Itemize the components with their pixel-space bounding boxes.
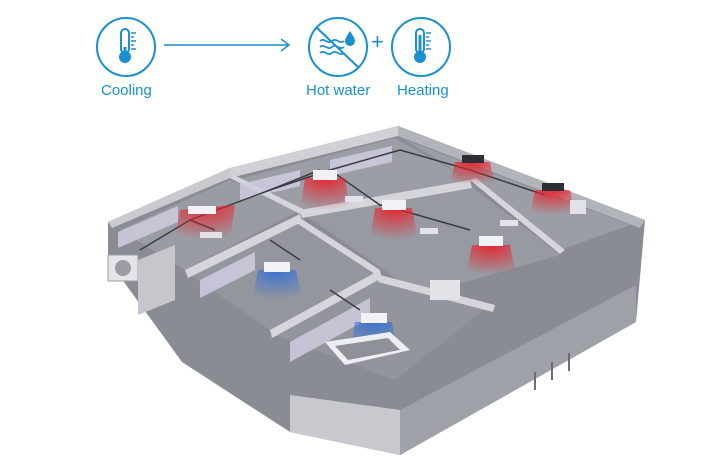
heating-icon (391, 17, 451, 77)
conference-table-inner (335, 338, 400, 360)
building-floorplan-illustration (107, 126, 645, 455)
plus-sign: + (371, 29, 384, 54)
thermometer-cold-icon (119, 28, 136, 63)
heating-label: Heating (397, 82, 449, 99)
heating-indoor-unit (450, 155, 495, 185)
heating-indoor-unit (370, 200, 418, 240)
cooling-icon (96, 17, 156, 77)
heating-indoor-unit (300, 170, 350, 210)
back-wall (230, 126, 398, 178)
cooling-indoor-unit (252, 262, 302, 300)
back-wall (108, 168, 230, 228)
heating-indoor-unit (466, 236, 516, 275)
heating-indoor-unit (530, 183, 575, 215)
arrow-right-icon (164, 38, 291, 52)
outdoor-unit-fan (115, 260, 131, 276)
outdoor-unit (107, 254, 139, 282)
hot-water-label: Hot water (306, 82, 371, 99)
front-wall-left (290, 395, 400, 455)
cooling-label: Cooling (101, 82, 152, 99)
front-wall-right (400, 285, 636, 455)
hot-water-icon (308, 17, 368, 77)
heating-indoor-unit (175, 205, 235, 240)
thermometer-hot-icon (414, 28, 431, 63)
no-hot-water-coil-icon (315, 26, 359, 68)
room-floor (235, 138, 470, 210)
entrance-ramp (138, 245, 175, 315)
